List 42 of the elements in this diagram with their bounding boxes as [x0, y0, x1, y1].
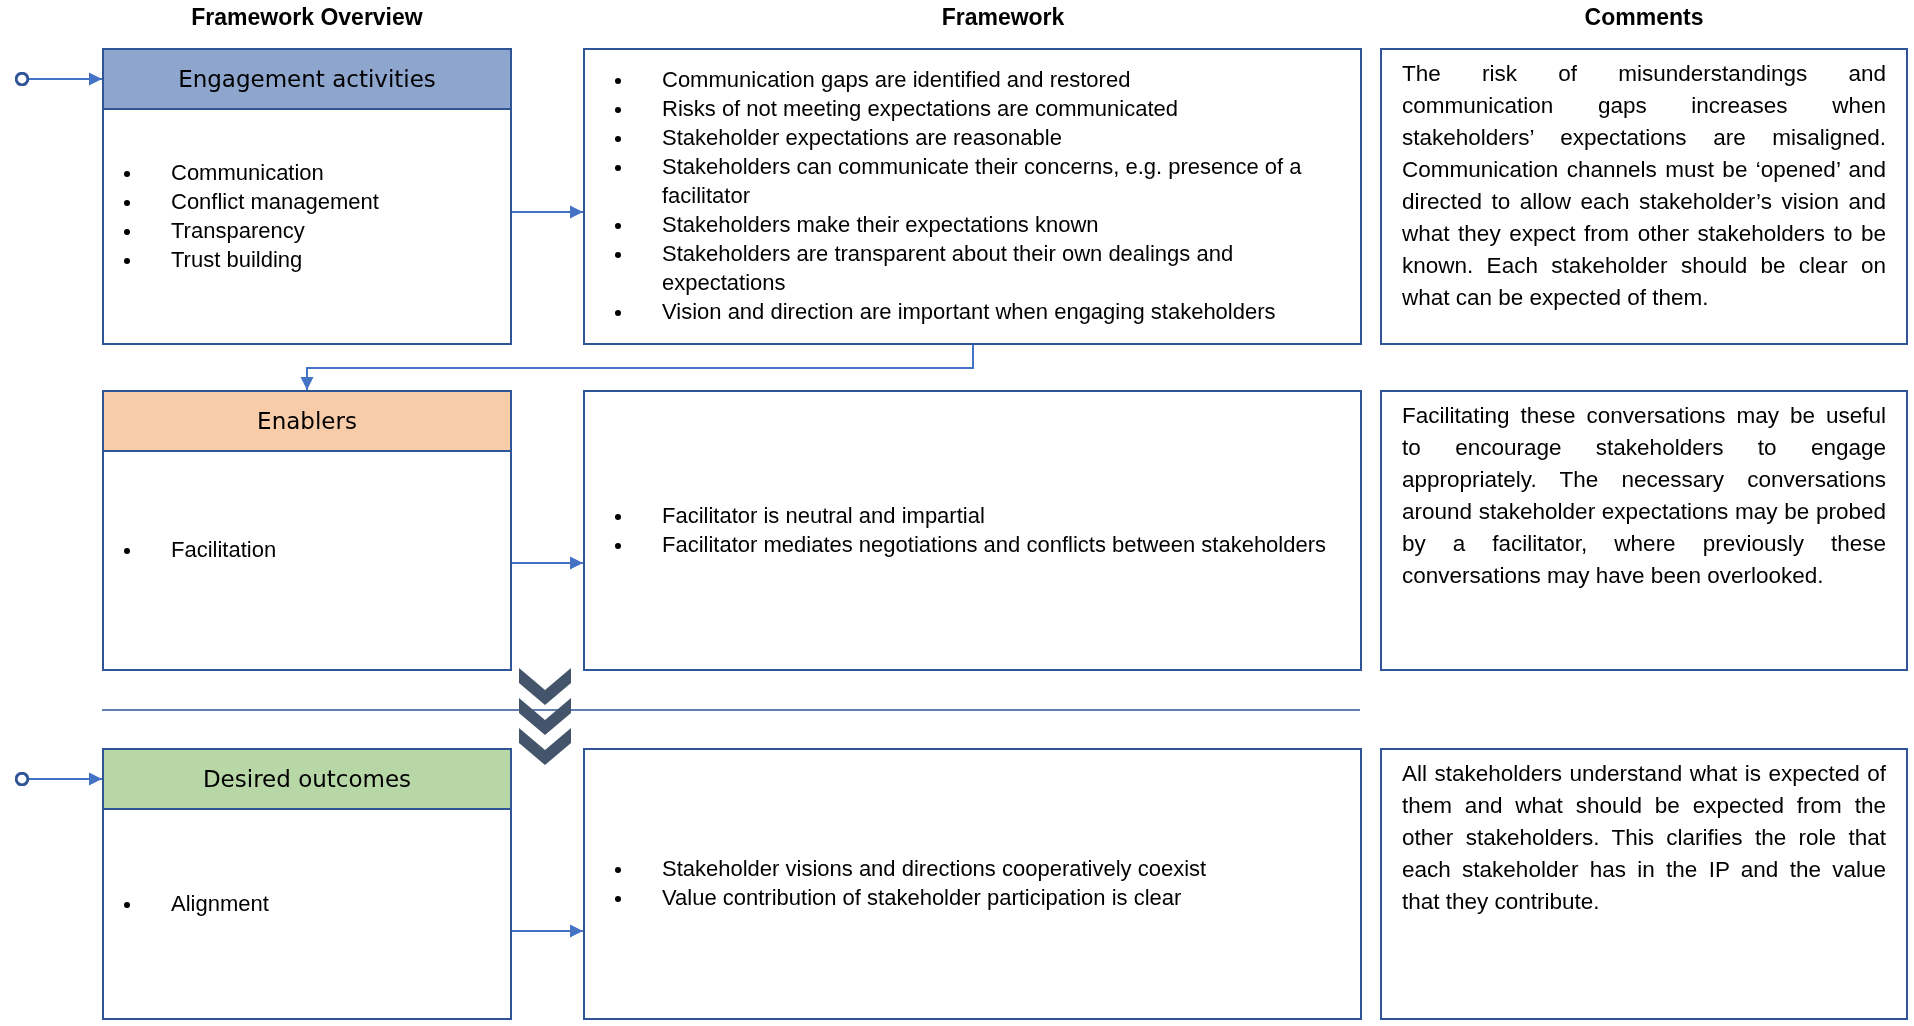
column-heading: Framework Overview [191, 4, 423, 31]
bullet-item: Stakeholder expectations are reasonable [662, 125, 1062, 150]
framework-box [583, 390, 1362, 671]
bullet-item: Stakeholders can communicate their concerns, e.g. presence of a facilitator [662, 154, 1302, 208]
comment-text: All stakeholders understand what is expected of them and what should be expected from the other stakeholders. This clarifies the role that each stakeholder has in the IP and the value that they contribute. [1402, 760, 1886, 916]
comment-box [1380, 48, 1908, 345]
bullet-item: Trust building [171, 246, 303, 272]
comment-box [1380, 390, 1908, 671]
framework-box [583, 748, 1362, 1020]
chevron-arrow [519, 668, 571, 765]
bullet-item: Risks of not meeting expectations are communicated [662, 96, 1179, 121]
stage-box [102, 748, 512, 1020]
bullet-item: Facilitation [171, 537, 277, 562]
bullet-item: Alignment [171, 890, 269, 916]
bullet-item: Facilitator is neutral and impartial [662, 502, 985, 528]
bullet-item: Transparency [171, 217, 305, 243]
comment-box [1380, 748, 1908, 1020]
arrow [14, 71, 103, 87]
stage-box [102, 390, 512, 671]
bullet-item: Communication [171, 159, 324, 185]
stage-box [102, 48, 512, 345]
bullet-item: Stakeholder visions and directions cooperatively coexist [662, 856, 1207, 881]
stage-title: Enablers [257, 408, 357, 434]
stage-title: Engagement activities [178, 66, 436, 92]
bullet-item: Facilitator mediates negotiations and conflicts between stakeholders [662, 531, 1327, 557]
comment-text: Facilitating these conversations may be useful to encourage stakeholders to engage appropriately. The necessary conversations around stakeholder expectations may be probed by a facilitator, where previously these conversations may have been overlooked. [1402, 402, 1886, 590]
column-heading: Comments [1584, 4, 1704, 31]
arrow [511, 205, 584, 219]
column-heading: Framework [941, 4, 1065, 31]
arrow [511, 924, 584, 938]
bullet-item: Stakeholders make their expectations known [662, 212, 1099, 237]
bullet-item: Communication gaps are identified and restored [662, 67, 1131, 92]
stage-title: Desired outcomes [202, 766, 412, 792]
comment-text: The risk of misunderstandings and communication gaps increases when stakeholders’ expectations are misaligned. Communication channels must be ‘opened’ and directed to allow each stakeholder’s vision and what they expect from other stakeholders to be known. Each stakeholder should be clear on what can be expected of them. [1402, 60, 1886, 312]
arrow [300, 344, 974, 391]
bullet-item: Conflict management [171, 188, 379, 214]
bullet-item: Stakeholders are transparent about their own dealings and expectations [662, 241, 1234, 295]
arrow [511, 556, 584, 570]
bullet-item: Vision and direction are important when engaging stakeholders [662, 299, 1276, 324]
framework-box [583, 48, 1362, 345]
bullet-item: Value contribution of stakeholder participation is clear [662, 885, 1182, 910]
arrow [14, 771, 103, 787]
